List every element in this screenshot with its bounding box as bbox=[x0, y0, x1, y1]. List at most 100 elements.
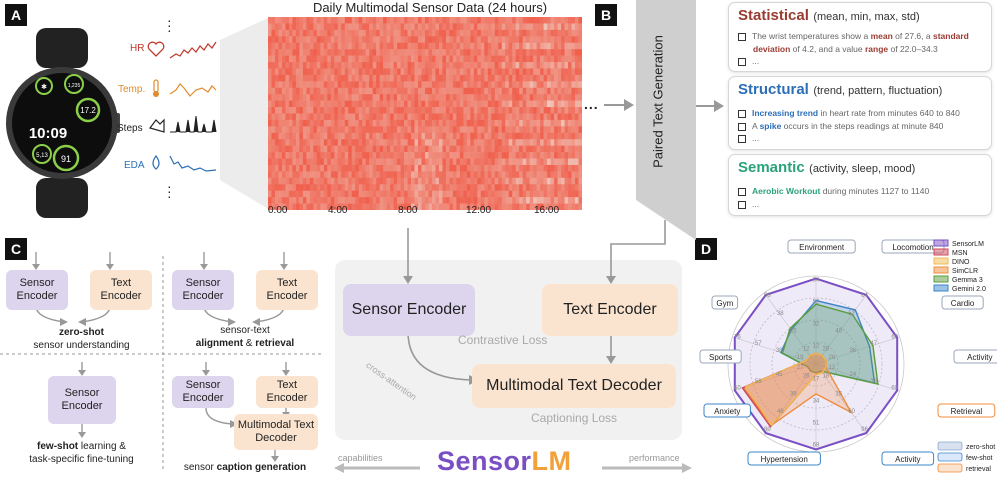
heatmap-cell bbox=[442, 107, 447, 114]
legend-swatch bbox=[933, 257, 949, 265]
heatmap-cell bbox=[547, 36, 551, 44]
heatmap-cell bbox=[442, 113, 447, 121]
heatmap-cell bbox=[288, 119, 293, 127]
heatmap-cell bbox=[320, 107, 325, 114]
heatmap-cell bbox=[285, 113, 290, 121]
heatmap-cell bbox=[372, 29, 377, 37]
heatmap-cell bbox=[281, 177, 286, 185]
heatmap-cell bbox=[526, 197, 530, 204]
heatmap-cell bbox=[561, 81, 565, 89]
heatmap-cell bbox=[386, 113, 391, 121]
heatmap-cell bbox=[386, 197, 391, 204]
heatmap-cell bbox=[473, 164, 478, 172]
heatmap-cell bbox=[533, 17, 537, 24]
heatmap-cell bbox=[466, 49, 471, 56]
heatmap-cell bbox=[414, 62, 419, 69]
heatmap-cell bbox=[435, 29, 440, 37]
heatmap-cell bbox=[470, 139, 475, 146]
heatmap-cell bbox=[473, 17, 478, 24]
heatmap-cell bbox=[400, 197, 405, 204]
heatmap-cell bbox=[386, 36, 391, 44]
heatmap-cell bbox=[466, 145, 471, 153]
heatmap-cell bbox=[536, 145, 541, 153]
heatmap-cell bbox=[442, 171, 447, 179]
heatmap-cell bbox=[470, 100, 475, 108]
heatmap-cell bbox=[498, 184, 503, 191]
heatmap-cell bbox=[281, 17, 286, 24]
heatmap-cell bbox=[547, 190, 551, 198]
heatmap-cell bbox=[404, 171, 408, 179]
heatmap-cell bbox=[295, 94, 300, 101]
heatmap-cell bbox=[459, 145, 464, 153]
heatmap-cell bbox=[431, 184, 436, 191]
heatmap-cell bbox=[452, 119, 457, 127]
heatmap-cell bbox=[365, 152, 370, 159]
heatmap-cell bbox=[341, 17, 346, 24]
heatmap-cell bbox=[484, 81, 489, 89]
heatmap-cell bbox=[540, 190, 544, 198]
heatmap-cell bbox=[561, 190, 565, 198]
heatmap-cell bbox=[529, 203, 534, 210]
heatmap-cell bbox=[435, 203, 440, 210]
heatmap-cell bbox=[431, 152, 436, 159]
heatmap-cell bbox=[386, 139, 391, 146]
heatmap-cell bbox=[383, 81, 387, 89]
heatmap-cell bbox=[491, 23, 496, 31]
heatmap-cell bbox=[400, 17, 405, 24]
heatmap-cell bbox=[473, 55, 478, 63]
heatmap-cell bbox=[271, 100, 276, 108]
heatmap-cell bbox=[288, 152, 293, 159]
heatmap-cell bbox=[540, 87, 544, 95]
heatmap-cell bbox=[404, 74, 408, 82]
heatmap-cell bbox=[498, 203, 503, 210]
heatmap-cell bbox=[491, 119, 496, 127]
radar-spoke bbox=[815, 336, 900, 365]
heatmap-cell bbox=[295, 139, 300, 146]
heatmap-cell bbox=[575, 49, 579, 56]
heatmap-cell bbox=[571, 42, 576, 50]
heatmap-cell bbox=[571, 29, 576, 37]
heatmap-cell bbox=[543, 190, 548, 198]
heatmap-cell bbox=[442, 190, 447, 198]
heatmap-cell bbox=[442, 203, 447, 210]
heatmap-cell bbox=[466, 203, 471, 210]
heatmap-cell bbox=[449, 119, 454, 127]
heatmap-cell bbox=[285, 81, 290, 89]
heatmap-cell bbox=[344, 74, 349, 82]
heatmap-cell bbox=[397, 171, 401, 179]
heatmap-cell bbox=[288, 68, 293, 76]
heatmap-cell bbox=[575, 197, 579, 204]
heatmap-cell bbox=[536, 100, 541, 108]
heatmap-cell bbox=[547, 29, 551, 37]
heatmap-cell bbox=[522, 113, 527, 121]
heatmap-cell bbox=[515, 74, 520, 82]
heatmap-cell bbox=[491, 87, 496, 95]
heatmap-cell bbox=[547, 119, 551, 127]
heatmap-cell bbox=[379, 100, 384, 108]
heatmap-cell bbox=[323, 23, 328, 31]
heatmap-cell bbox=[292, 158, 297, 166]
heatmap-cell bbox=[428, 152, 433, 159]
heatmap-cell bbox=[365, 94, 370, 101]
heatmap-cell bbox=[568, 81, 572, 89]
heatmap-cell bbox=[323, 119, 328, 127]
heatmap-cell bbox=[418, 29, 422, 37]
heatmap-cell bbox=[501, 203, 506, 210]
heatmap-cell bbox=[285, 177, 290, 185]
heatmap-cell bbox=[425, 203, 429, 210]
heatmap-cell bbox=[278, 36, 283, 44]
heatmap-cell bbox=[452, 203, 457, 210]
heatmap-cell bbox=[540, 29, 544, 37]
heatmap-cell bbox=[330, 184, 335, 191]
heatmap-cell bbox=[281, 81, 286, 89]
heatmap-cell bbox=[285, 197, 290, 204]
heatmap-cell bbox=[449, 132, 454, 140]
heatmap-cell bbox=[491, 139, 496, 146]
heatmap-cell bbox=[281, 184, 286, 191]
few-shot-caption: few-shot learning &task-specific fine-tu… bbox=[29, 441, 134, 465]
heatmap-cell bbox=[421, 132, 426, 140]
heatmap-cell bbox=[393, 23, 398, 31]
heatmap-cell bbox=[299, 158, 304, 166]
heatmap-cell bbox=[505, 81, 510, 89]
